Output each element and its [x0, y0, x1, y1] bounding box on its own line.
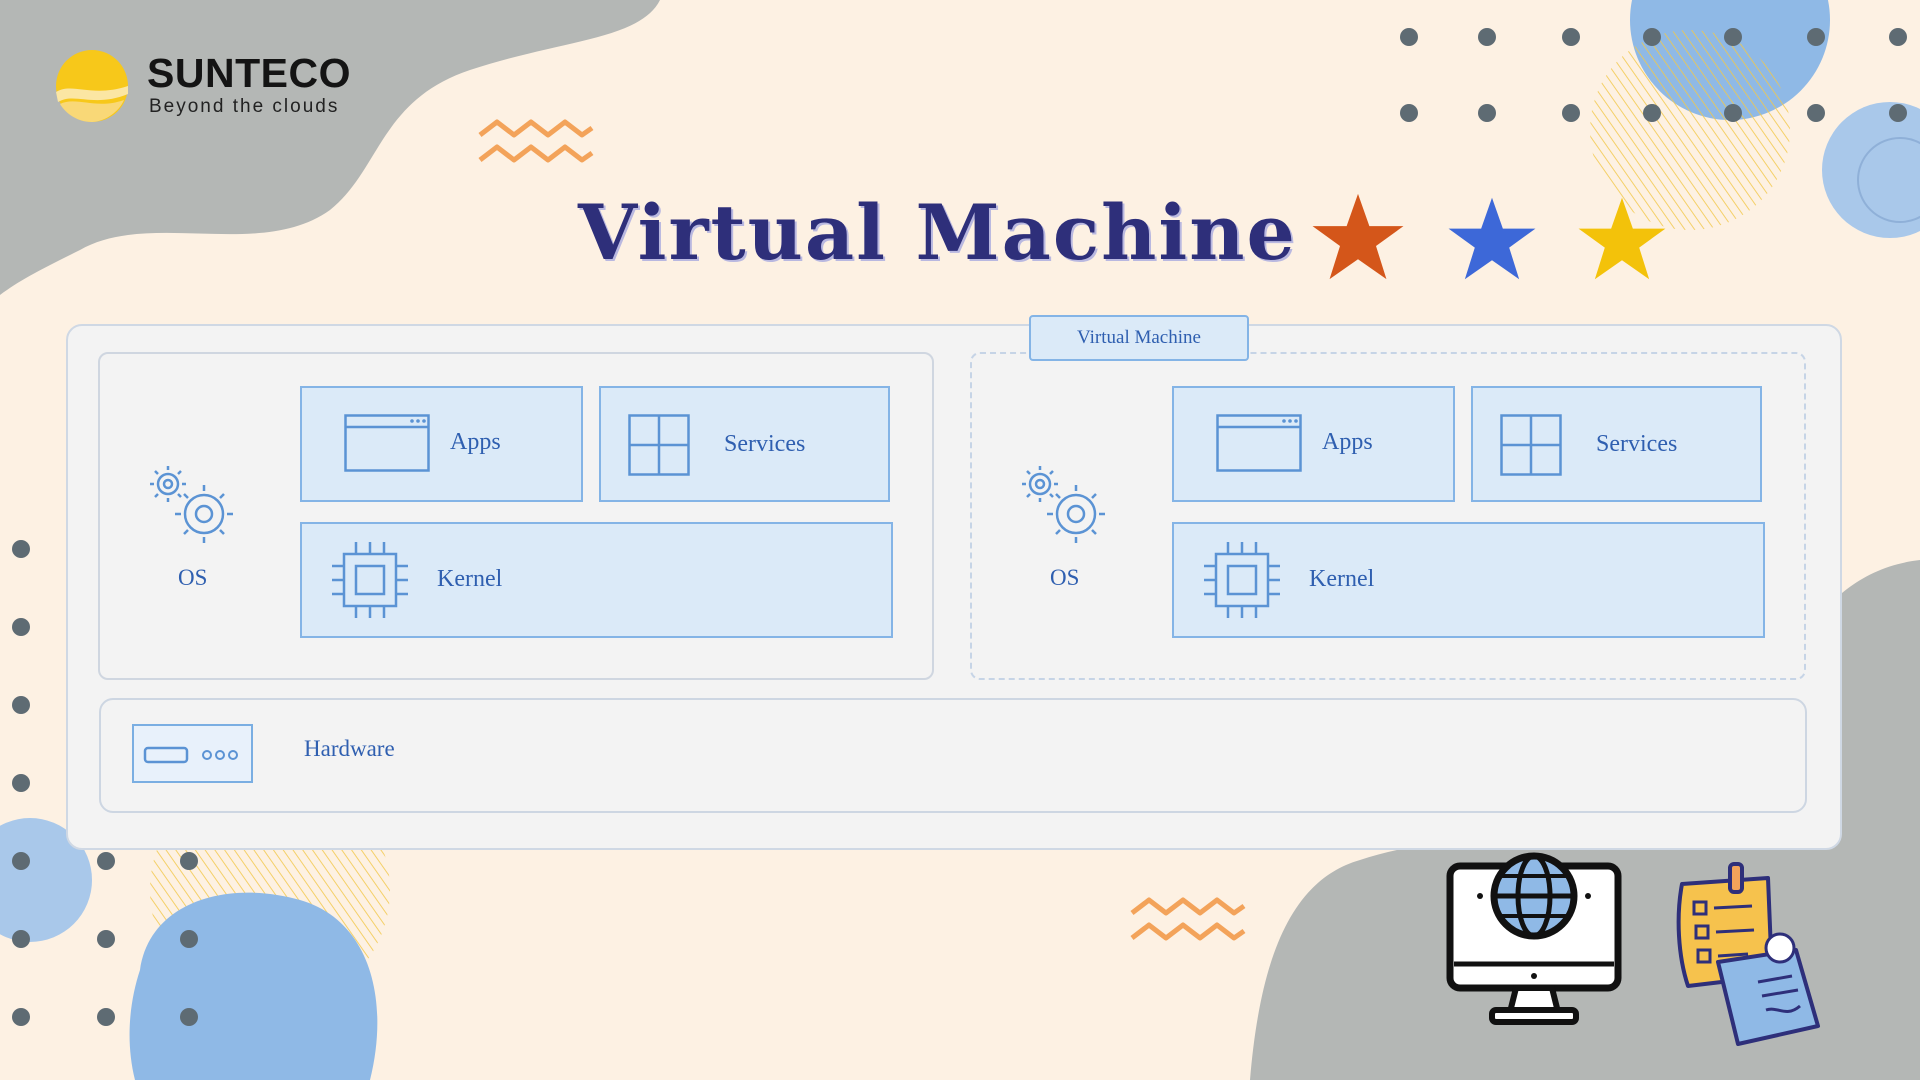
- os-label-right: OS: [1050, 565, 1079, 591]
- kernel-label-right: Kernel: [1309, 566, 1374, 593]
- app-window-icon: [344, 414, 430, 472]
- star-icon: [1446, 196, 1538, 282]
- gears-icon: [1018, 464, 1108, 546]
- windows-icon: [1500, 414, 1562, 476]
- windows-icon: [628, 414, 690, 476]
- brand-tagline: Beyond the clouds: [149, 96, 339, 118]
- apps-label-right: Apps: [1322, 429, 1373, 456]
- services-label-left: Services: [724, 431, 805, 458]
- sunteco-logo-icon: [52, 48, 132, 124]
- vm-tab-label: Virtual Machine: [1029, 315, 1249, 361]
- chip-icon: [1202, 540, 1282, 620]
- app-window-icon: [1216, 414, 1302, 472]
- checklist-notes-icon: [1668, 856, 1828, 1046]
- services-label-right: Services: [1596, 431, 1677, 458]
- star-icon: [1310, 192, 1406, 282]
- apps-box-right: [1172, 386, 1455, 502]
- chip-icon: [330, 540, 410, 620]
- star-icon: [1576, 196, 1668, 282]
- apps-label-left: Apps: [450, 429, 501, 456]
- os-label-left: OS: [178, 565, 207, 591]
- brand-name: SUNTECO: [147, 50, 351, 97]
- server-icon: [132, 724, 253, 783]
- gears-icon: [146, 464, 236, 546]
- hardware-label: Hardware: [304, 736, 395, 762]
- kernel-label-left: Kernel: [437, 566, 502, 593]
- globe-monitor-icon: [1446, 852, 1622, 1028]
- page-title: Virtual Machine: [578, 188, 1297, 277]
- apps-box-left: [300, 386, 583, 502]
